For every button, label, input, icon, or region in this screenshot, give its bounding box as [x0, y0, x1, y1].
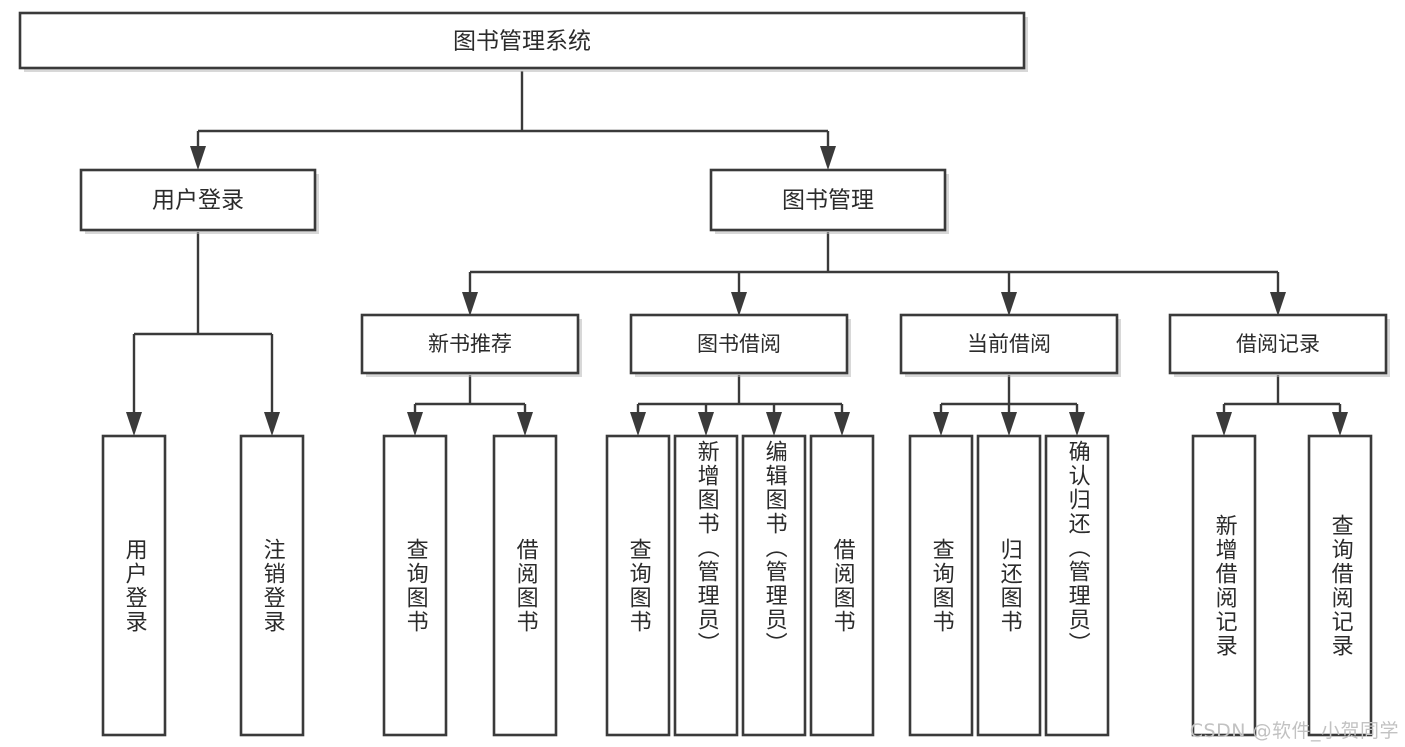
arrow-head-leaf-return-book	[1001, 412, 1017, 436]
leaf-borrow-book-2-box[interactable]	[809, 434, 875, 737]
arrow-head-leaf-borrow-book-1	[517, 412, 533, 436]
arrow-head-leaf-user-login	[126, 412, 142, 436]
arrow-head-leaf-query-book-1	[407, 412, 423, 436]
node-new-book-recommend-label: 新书推荐	[428, 332, 512, 356]
node-new-book-recommend[interactable]: 新书推荐	[360, 313, 582, 377]
node-current-borrow-label: 当前借阅	[967, 332, 1051, 356]
leaf-query-record-box[interactable]	[1307, 434, 1373, 737]
arrow-head-leaf-user-logout	[264, 412, 280, 436]
arrow-head-new-book-recommend	[462, 292, 478, 316]
arrow-head-leaf-edit-book	[766, 412, 782, 436]
csdn-watermark: CSDN @软件_小贺同学	[1189, 720, 1399, 742]
node-user-login[interactable]: 用户登录	[79, 168, 319, 234]
leaf-query-book-2-box[interactable]	[605, 434, 671, 737]
arrow-head-book-manage	[820, 146, 836, 170]
node-new-book-recommend-box[interactable]	[360, 313, 580, 375]
node-current-borrow-box[interactable]	[899, 313, 1119, 375]
node-root-label: 图书管理系统	[453, 29, 591, 55]
node-borrow-record[interactable]: 借阅记录	[1168, 313, 1390, 377]
arrow-head-leaf-confirm-return	[1069, 412, 1085, 436]
node-user-login-label: 用户登录	[152, 188, 244, 214]
node-book-manage-label: 图书管理	[782, 188, 874, 214]
leaf-user-login-box[interactable]	[101, 434, 167, 737]
arrow-head-leaf-add-record	[1216, 412, 1232, 436]
leaf-edit-book-box[interactable]	[741, 434, 807, 737]
leaf-return-book-box[interactable]	[976, 434, 1042, 737]
arrow-head-leaf-query-book-3	[933, 412, 949, 436]
arrow-head-borrow-record	[1270, 292, 1286, 316]
arrow-head-user-login	[190, 146, 206, 170]
leaf-borrow-book-1-box[interactable]	[492, 434, 558, 737]
node-root[interactable]: 图书管理系统	[18, 11, 1028, 72]
node-borrow-record-label: 借阅记录	[1236, 332, 1320, 356]
node-book-borrow[interactable]: 图书借阅	[629, 313, 851, 377]
leaf-query-book-3-box[interactable]	[908, 434, 974, 737]
leaf-boxes-group	[101, 434, 1373, 737]
node-borrow-record-box[interactable]	[1168, 313, 1388, 375]
node-current-borrow[interactable]: 当前借阅	[899, 313, 1121, 377]
connector-group	[126, 71, 1348, 436]
node-book-manage[interactable]: 图书管理	[709, 168, 949, 234]
leaf-add-book-box[interactable]	[673, 434, 739, 737]
arrow-head-leaf-borrow-book-2	[834, 412, 850, 436]
leaf-add-record-box[interactable]	[1191, 434, 1257, 737]
arrow-head-leaf-add-book	[698, 412, 714, 436]
leaf-query-book-1-box[interactable]	[382, 434, 448, 737]
arrow-head-leaf-query-book-2	[630, 412, 646, 436]
arrow-head-leaf-query-record	[1332, 412, 1348, 436]
arrow-head-current-borrow	[1001, 292, 1017, 316]
node-root-box[interactable]	[18, 11, 1026, 70]
leaf-user-logout-box[interactable]	[239, 434, 305, 737]
node-user-login-box[interactable]	[79, 168, 317, 232]
node-book-manage-box[interactable]	[709, 168, 947, 232]
node-book-borrow-box[interactable]	[629, 313, 849, 375]
node-book-borrow-label: 图书借阅	[697, 332, 781, 356]
leaf-confirm-return-box[interactable]	[1044, 434, 1110, 737]
arrow-head-book-borrow	[731, 292, 747, 316]
